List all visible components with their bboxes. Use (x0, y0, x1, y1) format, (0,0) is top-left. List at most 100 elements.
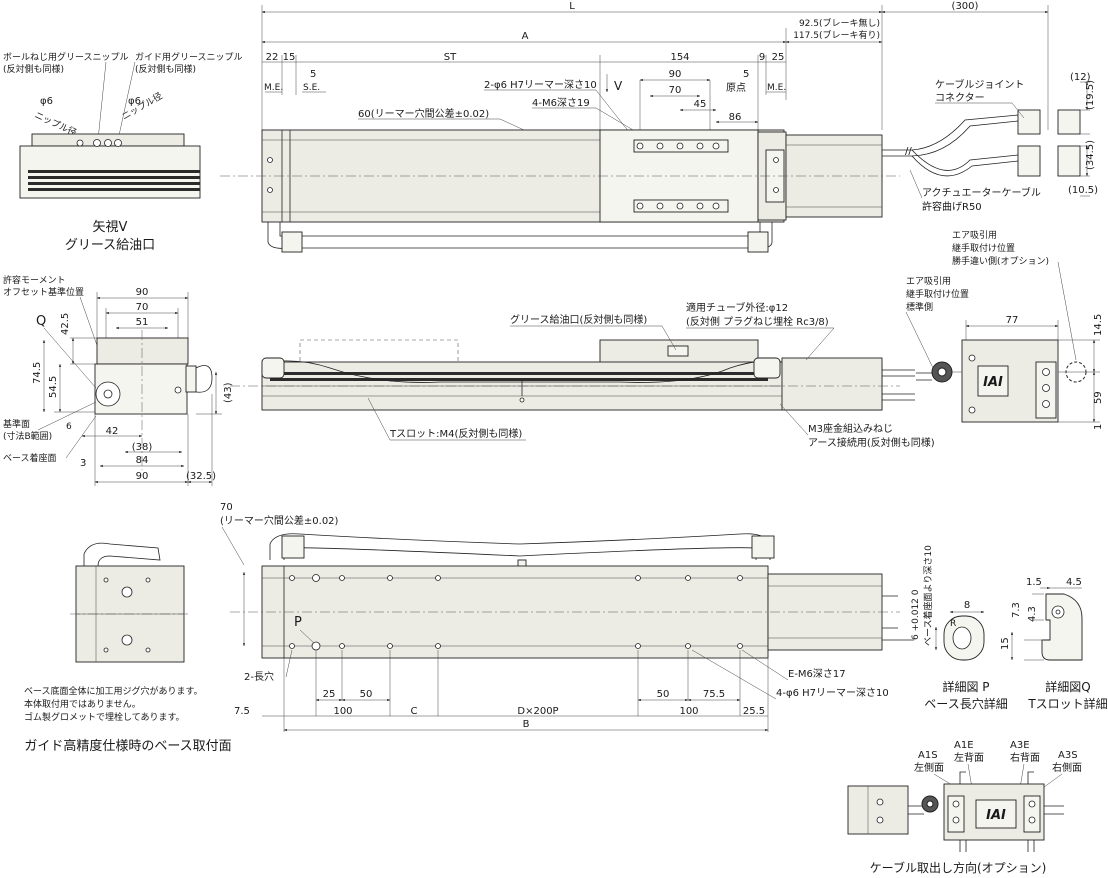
end-view: 許容モーメント オフセット基準位置 90 70 51 Q 42.5 74.5 5… (3, 274, 234, 486)
end-dim-70: 70 (136, 302, 149, 313)
dim-L: L (569, 1, 575, 12)
air-fitting-view: エア吸引用 継手取付け位置 勝手違い側(オプション) エア吸引用 継手取付け位置… (905, 230, 1104, 430)
dim-90: 90 (669, 69, 682, 80)
moment-2: オフセット基準位置 (3, 286, 84, 298)
a1e-label: 左背面 (954, 751, 984, 764)
label-me-right: M.E. (767, 83, 786, 93)
reamer-hole: 2-φ6 H7リーマー深さ10 (484, 79, 597, 91)
air-opp-2: 継手取付け位置 (952, 242, 1015, 254)
slot: 2-長穴 (244, 670, 274, 683)
m6-hole: 4-M6深さ19 (532, 97, 590, 109)
base-dim-50-right: 50 (657, 689, 670, 700)
base-surface: ベース着座面 (3, 452, 57, 464)
m3-2: アース接続用(反対側も同様) (808, 436, 935, 449)
a1e-code: A1E (954, 740, 974, 751)
dim-15: 15 (283, 52, 296, 63)
detail-p-r: R (950, 619, 956, 629)
cable-joint-1: ケーブルジョイント (935, 78, 1024, 91)
end-dim-38: (38) (132, 442, 153, 453)
svg-text://: // (905, 146, 912, 157)
detail-p-dim-8: 8 (964, 600, 970, 611)
view-v-title-2: グリース給油口 (65, 238, 155, 253)
a3e-code: A3E (1010, 740, 1030, 751)
slider-holes (636, 142, 720, 210)
tube-1: 適用チューブ外径:φ12 (686, 301, 788, 314)
cable-dir-logo: IAI (986, 808, 1006, 823)
reamer-pitch: 60(リーマー穴間公差±0.02) (358, 107, 489, 120)
ball-nipple-2: (反対側も同様) (3, 63, 64, 75)
dim-154: 154 (670, 52, 689, 63)
a1s-code: A1S (918, 750, 938, 761)
base-dim-c: C (411, 706, 418, 717)
cable-direction-view: A1S 左側面 A1E 左背面 A3E 右背面 A3S 右側面 IAI ケーブル… (847, 740, 1082, 875)
brake-none: 92.5(ブレーキ無し) (799, 17, 880, 29)
end-dim-84: 84 (136, 455, 149, 466)
base-dim-100-left: 100 (333, 706, 352, 717)
end-dim-74-5: 74.5 (32, 362, 43, 384)
base-dim-100-right: 100 (679, 706, 698, 717)
detail-q-dim-15: 15 (1000, 637, 1011, 650)
air-std-2: 継手取付け位置 (906, 288, 969, 300)
top-view: L (300) A 92.5(ブレーキ無し) 117.5(ブレーキ有り) 22 … (220, 1, 1098, 253)
air-std-1: エア吸引用 (906, 276, 951, 287)
end-dim-42: 42 (106, 426, 119, 437)
base-dim-dp: D×200P (517, 706, 558, 717)
base-dim-25-5: 25.5 (743, 706, 765, 717)
label-se: S.E. (303, 83, 320, 93)
detail-p-title-1: 詳細図 P (942, 679, 989, 694)
a3s-label: 右側面 (1052, 761, 1082, 774)
dim-19-5: (19.5) (1085, 80, 1096, 110)
detail-q-dim-4-5: 4.5 (1066, 577, 1082, 588)
moment-1: 許容モーメント (3, 274, 66, 286)
guide-note-1: ベース底面全体に加工用ジグ穴があります。 (24, 685, 203, 697)
dim-5-right: 5 (743, 69, 749, 80)
air-opp-3: 勝手違い側(オプション) (952, 255, 1049, 267)
dim-5-left: 5 (310, 69, 316, 80)
view-v-title-1: 矢視V (93, 220, 128, 235)
m3-1: M3座金組込みねじ (808, 422, 893, 435)
dim-12: (12) (1070, 72, 1091, 83)
dim-A: A (522, 31, 529, 42)
air-logo: IAI (983, 375, 1003, 390)
grease-port: グリース給油口(反対側も同様) (510, 313, 647, 326)
nipple-dia-b: ニップル径 (120, 90, 165, 123)
guide-nipple-1: ガイド用グリースニップル (135, 51, 243, 63)
base-dim-b: B (523, 719, 530, 730)
guide-note-2: 本体取付用ではありません。 (24, 698, 141, 710)
dim-25: 25 (772, 52, 785, 63)
tube-2: (反対側 プラグねじ埋栓 Rc3/8) (686, 315, 829, 328)
label-me-left: M.E. (264, 83, 283, 93)
e-m6: E-M6深さ17 (788, 668, 846, 680)
pitch-2: (リーマー穴間公差±0.02) (220, 514, 339, 527)
base-dim-50-left: 50 (360, 689, 373, 700)
end-dim-54-5: 54.5 (48, 376, 59, 398)
air-dim-59: 59 (1093, 391, 1104, 404)
t-slot: Tスロット:M4(反対側も同様) (389, 427, 522, 440)
air-opp-1: エア吸引用 (952, 230, 997, 241)
ball-nipple-1: ボールねじ用グリースニップル (3, 51, 129, 63)
a1s-label: 左側面 (914, 761, 944, 774)
actuator-cable-1: アクチュエーターケーブル (922, 186, 1041, 199)
air-dim-14-5: 14.5 (1093, 314, 1104, 336)
dim-70: 70 (669, 85, 682, 96)
end-dim-42-5: 42.5 (60, 313, 71, 335)
base-label-p: P (294, 615, 302, 630)
detail-p-title-2: ベース長穴詳細 (924, 696, 1007, 711)
label-q: Q (36, 314, 46, 329)
a3s-code: A3S (1058, 750, 1078, 761)
dim-ST: ST (444, 52, 457, 63)
air-dim-1: 1 (1093, 424, 1104, 430)
detail-p: ベース着座面より深さ10 6 +0.012 0 8 R 詳細図 P ベース長穴詳… (911, 545, 1008, 711)
ref-1: 基準面 (3, 418, 30, 430)
dim-45: 45 (694, 99, 707, 110)
a3e-label: 右背面 (1010, 751, 1040, 764)
end-dim-3: 3 (80, 458, 86, 469)
view-v: ボールねじ用グリースニップル (反対側も同様) ガイド用グリースニップル (反対… (3, 51, 243, 253)
phi6-a: φ6 (40, 96, 53, 107)
dim-86: 86 (729, 112, 742, 123)
end-dim-6: 6 (66, 422, 72, 432)
guide-precision-view: ベース底面全体に加工用ジグ穴があります。 本体取付用ではありません。 ゴム製グロ… (24, 542, 232, 754)
side-view: グリース給油口(反対側も同様) 適用チューブ外径:φ12 (反対側 プラグねじ埋… (230, 301, 935, 449)
dim-34-5: (34.5) (1085, 140, 1096, 170)
